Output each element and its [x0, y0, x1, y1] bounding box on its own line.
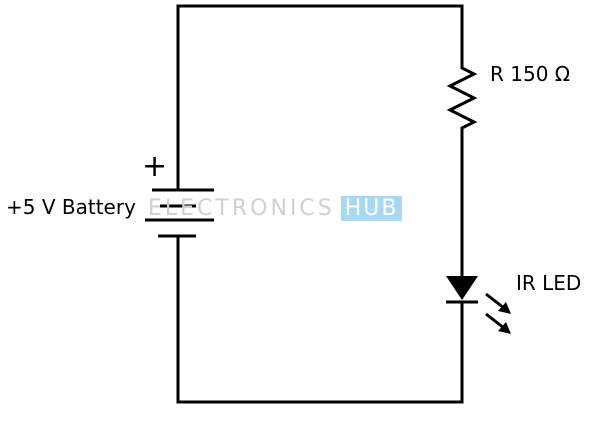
led-symbol: [446, 276, 478, 304]
led-triangle: [446, 276, 478, 300]
led-emission-arrows: [485, 292, 511, 334]
battery-symbol: [145, 160, 214, 238]
emission-arrow-2: [485, 312, 505, 330]
watermark-badge: HUB: [340, 196, 403, 221]
wire-bottom: [176, 237, 464, 404]
wire-top: [176, 4, 464, 160]
emission-arrowhead-2: [498, 322, 511, 334]
led-label: IR LED: [516, 271, 582, 295]
watermark-text: ELECTRONICS: [148, 196, 335, 221]
battery-plus-sign: +: [142, 149, 168, 184]
resistor-symbol: [446, 60, 478, 134]
emission-arrow-1: [485, 292, 505, 310]
battery-label: +5 V Battery: [6, 195, 136, 219]
emission-arrowhead-1: [498, 302, 511, 314]
resistor-label: R 150 Ω: [490, 62, 571, 86]
